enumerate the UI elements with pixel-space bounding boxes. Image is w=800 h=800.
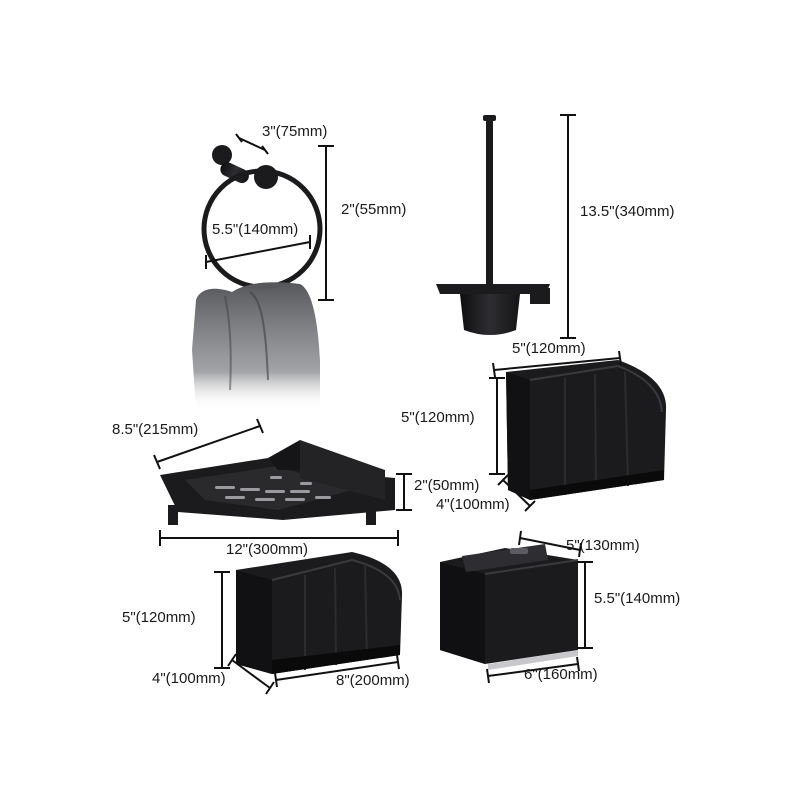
towel-ring-diameter-label: 5.5"(140mm) xyxy=(212,221,299,238)
paper-holder-right-width-label: 5"(120mm) xyxy=(512,340,586,357)
paper-holder-right-depth-label: 4"(100mm) xyxy=(436,496,510,513)
tissue-box-height-label: 5.5"(140mm) xyxy=(594,590,681,607)
corner-shelf-height-label: 2"(50mm) xyxy=(414,477,480,494)
paper-holder-left-width-label: 8"(200mm) xyxy=(336,672,410,689)
tissue-box-depth-label: 5"(130mm) xyxy=(566,537,640,554)
dimension-lines xyxy=(153,114,622,695)
paper-holder-right-height-label: 5"(120mm) xyxy=(401,409,475,426)
paper-holder-left-height-label: 5"(120mm) xyxy=(122,609,196,626)
paper-holder-left-depth-label: 4"(100mm) xyxy=(152,670,226,687)
toilet-brush-holder xyxy=(436,115,550,335)
towel-ring-height-label: 2"(55mm) xyxy=(341,201,407,218)
towel-ring-width-label: 3"(75mm) xyxy=(262,123,328,140)
toilet-brush-height-label: 13.5"(340mm) xyxy=(580,203,675,220)
corner-shelf-side-label: 8.5"(215mm) xyxy=(112,421,199,438)
towel xyxy=(192,282,320,410)
paper-holder-left xyxy=(236,552,403,674)
paper-holder-right xyxy=(506,360,667,500)
towel-ring xyxy=(201,145,323,290)
tissue-box xyxy=(440,544,579,670)
corner-shelf xyxy=(160,440,395,525)
corner-shelf-width-label: 12"(300mm) xyxy=(226,541,309,558)
tissue-box-width-label: 6"(160mm) xyxy=(524,666,598,683)
